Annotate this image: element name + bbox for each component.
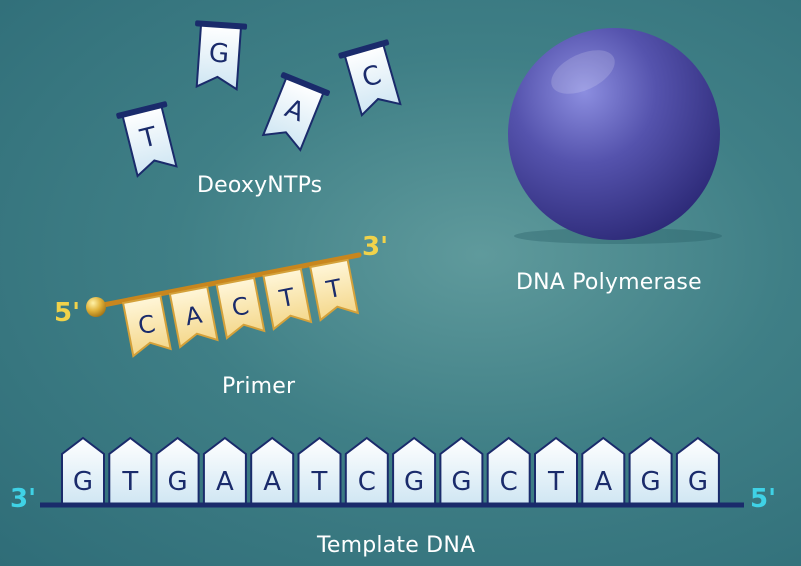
template-dna-label: Template DNA [317, 533, 476, 558]
primer-backbone [95, 252, 362, 309]
template-base-letter: G [641, 467, 661, 497]
primer-base-5: T [309, 258, 360, 322]
template-base-letter: G [404, 467, 424, 497]
primer-base-letter: A [183, 301, 205, 332]
dna-polymerase-sphere [508, 28, 722, 244]
template-base-8: G [392, 436, 437, 506]
primer-base-letter: T [323, 274, 344, 305]
template-base-6: T [297, 436, 342, 506]
template-base-letter: C [358, 467, 376, 497]
primer-base-4: T [262, 267, 313, 331]
template-base-letter: G [168, 467, 188, 497]
template-base-letter: T [311, 467, 328, 497]
deoxyntp-G: G [195, 20, 248, 92]
primer-base-1: C [121, 294, 172, 358]
template-base-3: G [155, 436, 200, 506]
template-base-4: A [202, 436, 247, 506]
primer-base-3: C [215, 276, 266, 340]
dna-polymerase-label: DNA Polymerase [516, 270, 702, 295]
template-base-letter: G [73, 467, 93, 497]
deoxyntp-C: C [338, 39, 402, 118]
template-3-prime-label: 3' [10, 484, 37, 514]
template-base-2: T [108, 436, 153, 506]
template-base-letter: A [594, 467, 612, 497]
primer-base-letter: C [229, 292, 251, 323]
deoxyntps-label: DeoxyNTPs [197, 173, 323, 198]
template-5-prime-label: 5' [750, 484, 777, 514]
deoxyntp-group: T GAC [116, 20, 402, 178]
template-base-letter: G [688, 467, 708, 497]
primer-5-prime-cap [86, 297, 106, 317]
template-base-letter: C [500, 467, 518, 497]
deoxyntp-A: A [261, 72, 331, 152]
template-base-10: C [486, 436, 531, 506]
template-base-5: A [250, 436, 295, 506]
deoxyntp-T: T [116, 101, 178, 178]
template-base-letter: T [547, 467, 564, 497]
template-base-13: G [628, 436, 673, 506]
primer-base-letter: C [136, 310, 158, 341]
template-base-14: G [675, 436, 720, 506]
primer-label: Primer [222, 374, 296, 399]
template-base-letter: T [121, 467, 138, 497]
template-base-9: G [439, 436, 484, 506]
template-base-1: G [61, 436, 105, 506]
template-base-12: A [581, 436, 626, 506]
primer-base-2: A [168, 285, 219, 349]
template-base-11: T [534, 436, 578, 506]
deoxyntp-letter: G [208, 38, 230, 69]
template-base-7: C [344, 436, 389, 506]
template-base-letter: A [216, 467, 234, 497]
primer-base-letter: T [276, 283, 297, 314]
template-base-letter: G [451, 467, 471, 497]
primer-5-prime-label: 5' [54, 298, 81, 328]
template-base-letter: A [263, 467, 281, 497]
primer-3-prime-label: 3' [362, 232, 389, 262]
deoxyntp-letter: T [136, 122, 160, 155]
